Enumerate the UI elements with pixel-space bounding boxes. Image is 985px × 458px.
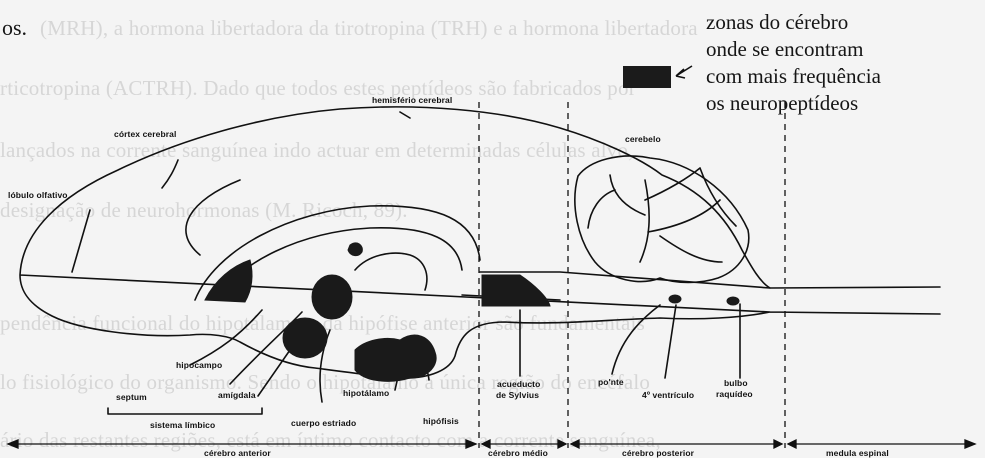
label-amigdala: amígdala <box>218 390 256 400</box>
label-bulbo: bulbo <box>724 378 748 388</box>
label-acueducto: de Sylvius <box>496 390 539 400</box>
region-cuerpo-estriado <box>283 318 327 358</box>
label-cerebro-posterior: cérebro posterior <box>622 448 694 458</box>
label-cuerpo: cuerpo estriado <box>291 418 356 428</box>
brain-outline <box>20 107 940 378</box>
label-cortex: córtex cerebral <box>114 129 176 139</box>
label-hemisferio: hemisfério cerebral <box>372 95 452 105</box>
label-medula: medula espinal <box>826 448 889 458</box>
legend-arrow-icon <box>676 66 692 78</box>
label-cerebro-anterior: cérebro anterior <box>204 448 271 458</box>
label-hipotalamo: hipotálamo <box>343 388 389 398</box>
region-septum <box>312 275 352 319</box>
label-ventriculo: 4º ventrículo <box>642 390 694 400</box>
label-bulbo: raquídeo <box>716 389 753 399</box>
region-pons <box>669 295 681 303</box>
region-hippocampus <box>205 260 252 302</box>
region-aqueduct <box>482 275 550 306</box>
legend-swatch <box>623 66 671 88</box>
label-cerebelo: cerebelo <box>625 134 661 144</box>
label-acueducto: acueducto <box>497 379 540 389</box>
region-small-spot <box>348 243 362 256</box>
label-lobulo: lóbulo olfativo <box>8 190 68 200</box>
region-medulla <box>727 297 739 305</box>
label-sistema: sistema límbico <box>150 420 215 430</box>
region-hypothalamus <box>355 335 436 381</box>
label-cerebro-medio: cérebro médio <box>488 448 548 458</box>
label-ponte: po'nte <box>598 377 624 387</box>
label-hipocampo: hipocampo <box>176 360 222 370</box>
label-septum: septum <box>116 392 147 402</box>
label-hipofisis: hipófisis <box>423 416 459 426</box>
